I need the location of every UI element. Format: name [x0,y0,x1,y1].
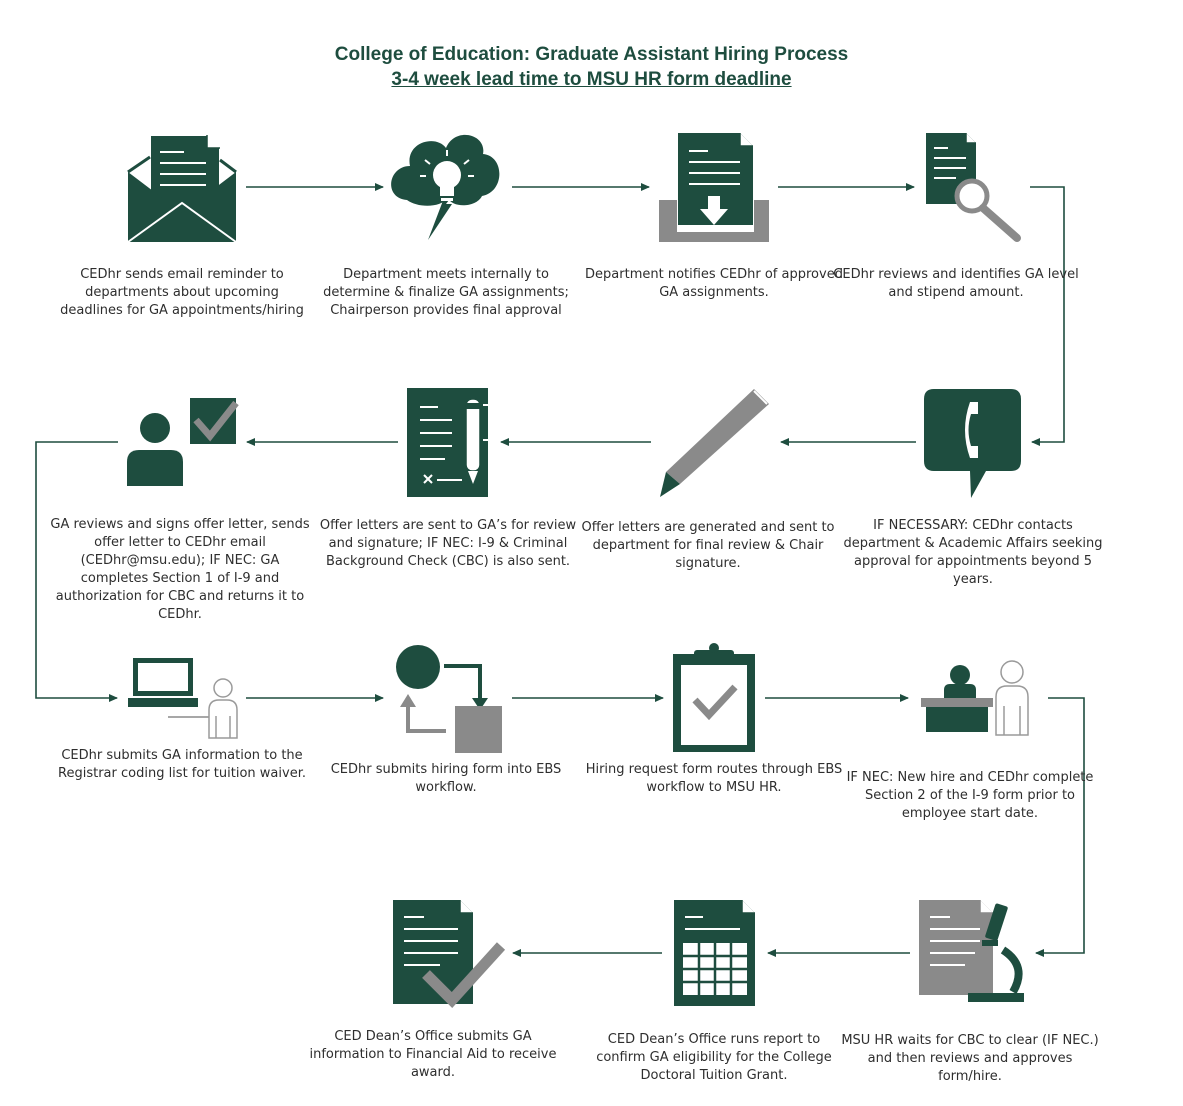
arrow-12-13 [1035,697,1085,957]
arrow-4-5 [1030,186,1065,446]
workflow-icon [396,645,502,753]
step-13-text: MSU HR waits for CBC to clear (IF NEC.) … [841,1033,1099,1084]
thinking-bulb-icon [391,134,500,240]
step-15-text: CED Dean’s Office submits GA information… [309,1029,557,1080]
pencil-icon [660,389,769,497]
step-14-text: CED Dean’s Office runs report to confirm… [596,1032,832,1083]
step-8-text: GA reviews and signs offer letter, sends… [50,517,310,622]
email-icon [127,134,237,243]
step-4-text: CEDhr reviews and identifies GA level an… [833,267,1079,300]
step-11-text: Hiring request form routes through EBS w… [585,762,843,795]
inbox-document-icon [659,133,769,242]
step-6-text: Offer letters are generated and sent to … [581,520,835,571]
step-2-text: Department meets internally to determine… [323,267,569,318]
person-check-icon [127,398,239,486]
spreadsheet-document-icon [674,900,755,1006]
connectors [35,183,1085,957]
step-5-text: IF NECESSARY: CEDhr contacts department … [843,518,1103,587]
step-10-text: CEDhr submits hiring form into EBS workf… [330,762,562,795]
step-1-text: CEDhr sends email reminder to department… [60,267,304,318]
arrow-8-9 [35,441,118,702]
clipboard-check-icon [673,643,755,752]
page-title: College of Education: Graduate Assistant… [334,44,849,65]
phone-bubble-icon [924,389,1021,498]
document-microscope-icon [919,900,1024,1002]
signed-document-icon [407,388,490,497]
step-12-text: IF NEC: New hire and CEDhr complete Sect… [846,770,1094,821]
laptop-user-icon [128,658,238,739]
step-3-text: Department notifies CEDhr of approved GA… [585,267,843,300]
document-search-icon [926,133,1021,242]
document-check-icon [393,900,506,1008]
step-7-text: Offer letters are sent to GA’s for revie… [319,518,577,569]
page-subtitle: 3-4 week lead time to MSU HR form deadli… [391,69,792,90]
reception-desk-icon [921,660,1029,736]
step-9-text: CEDhr submits GA information to the Regi… [58,748,306,781]
